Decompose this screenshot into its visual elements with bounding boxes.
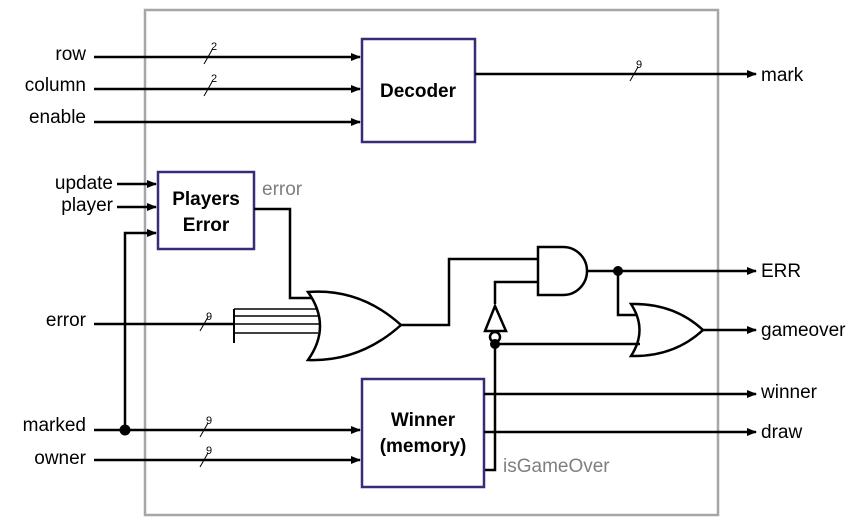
output-label-draw: draw <box>761 422 802 443</box>
owner-bus-width: 9 <box>206 445 212 457</box>
output-label-mark: mark <box>761 65 804 86</box>
or-to-and-wire <box>401 257 539 327</box>
owner-bus-slash <box>199 452 209 468</box>
internal-error-label: error <box>262 179 303 200</box>
input-label-marked: marked <box>23 415 86 436</box>
input-label-column: column <box>25 75 86 96</box>
input-label-player: player <box>61 195 113 216</box>
error-bus-fanout <box>233 308 319 343</box>
internal-error-wire <box>254 207 313 300</box>
error-bus-slash <box>199 316 209 332</box>
mark-bus-width: 9 <box>636 59 642 71</box>
decoder-block <box>360 37 477 144</box>
input-label-owner: owner <box>34 448 86 469</box>
marked-junction-dot <box>119 424 131 436</box>
output-label-winner: winner <box>760 382 818 403</box>
winner-label-line1: Winner <box>391 410 456 431</box>
input-label-error: error <box>46 310 87 331</box>
is-game-over-wire <box>484 342 497 472</box>
marked-to-players-error-wire <box>123 229 157 430</box>
error-bus-width: 9 <box>206 311 212 323</box>
module-frame <box>143 8 720 517</box>
marked-bus-width: 9 <box>206 415 212 427</box>
is-game-over-label: isGameOver <box>503 456 610 477</box>
input-label-row: row <box>55 44 86 65</box>
row-bus-width: 2 <box>211 41 217 53</box>
input-label-update: update <box>55 173 113 194</box>
winner-memory-block <box>360 377 486 489</box>
output-label-err: ERR <box>761 261 801 282</box>
players-error-label-line2: Error <box>183 215 230 236</box>
players-error-label-line1: Players <box>172 189 240 210</box>
players-error-block <box>156 170 256 251</box>
mark-bus-slash <box>629 66 639 82</box>
row-bus-slash <box>203 49 213 65</box>
and-gate <box>536 245 589 297</box>
inverter-gate <box>483 302 508 333</box>
decoder-label: Decoder <box>380 81 457 102</box>
output-label-gameover: gameover <box>761 320 846 341</box>
column-bus-width: 2 <box>211 73 217 85</box>
or-gate-gameover <box>628 302 705 358</box>
input-label-enable: enable <box>29 107 86 128</box>
winner-label-line2: (memory) <box>380 436 467 457</box>
inverter-to-and-wire <box>493 280 539 304</box>
marked-bus-slash <box>199 422 209 438</box>
column-bus-slash <box>203 81 213 97</box>
or-gate-error <box>305 290 403 362</box>
err-to-or-wire <box>616 271 636 317</box>
